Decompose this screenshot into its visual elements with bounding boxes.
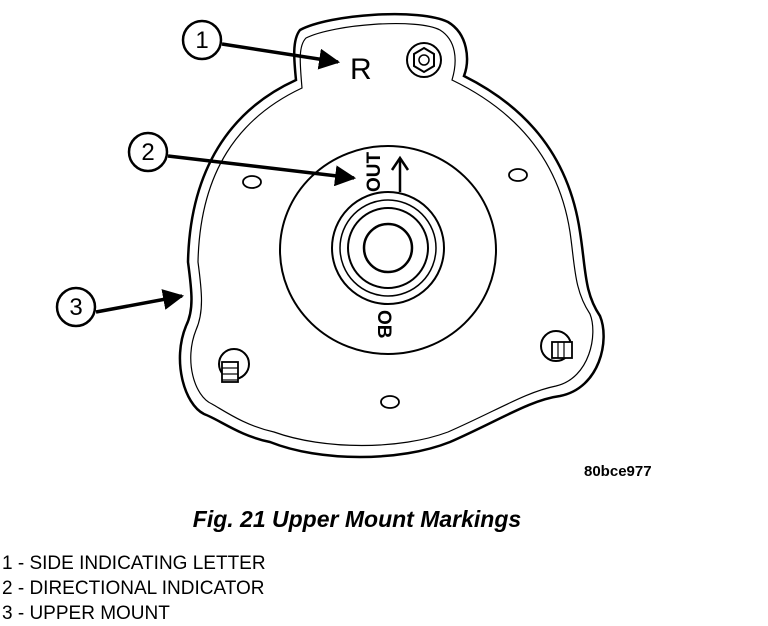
legend-item-1: 1 - SIDE INDICATING LETTER <box>2 553 266 574</box>
direction-arrow-icon <box>390 155 410 192</box>
legend-item-3: 3 - UPPER MOUNT <box>2 603 170 624</box>
upper-mount-inner-outline <box>190 23 594 447</box>
callout-2-number: 2 <box>141 139 154 166</box>
direction-label: OUT <box>364 152 385 193</box>
mounting-stud-left <box>218 348 250 383</box>
upper-mount-outline <box>178 12 605 459</box>
legend-item-2: 2 - DIRECTIONAL INDICATOR <box>2 578 265 599</box>
side-indicating-letter: R <box>350 53 372 86</box>
mounting-stud-right <box>540 330 573 362</box>
lower-plate-mark: OB <box>373 310 394 339</box>
callout-3: 3 <box>55 286 185 328</box>
callout-1: 1 <box>181 19 341 70</box>
locating-dimples <box>242 168 528 409</box>
callout-3-number: 3 <box>69 294 82 321</box>
figure-caption: Fig. 21 Upper Mount Markings <box>192 506 522 532</box>
center-plate <box>279 145 497 355</box>
callout-1-number: 1 <box>195 27 208 54</box>
callout-2: 2 <box>127 131 357 187</box>
center-bearing <box>331 191 445 305</box>
mounting-stud-top <box>406 42 442 78</box>
figure-legend: 1 - SIDE INDICATING LETTER 2 - DIRECTION… <box>2 551 266 626</box>
upper-mount-diagram: R OUT OB 1 2 3 80bce977 <box>55 12 652 480</box>
image-code: 80bce977 <box>584 463 652 480</box>
